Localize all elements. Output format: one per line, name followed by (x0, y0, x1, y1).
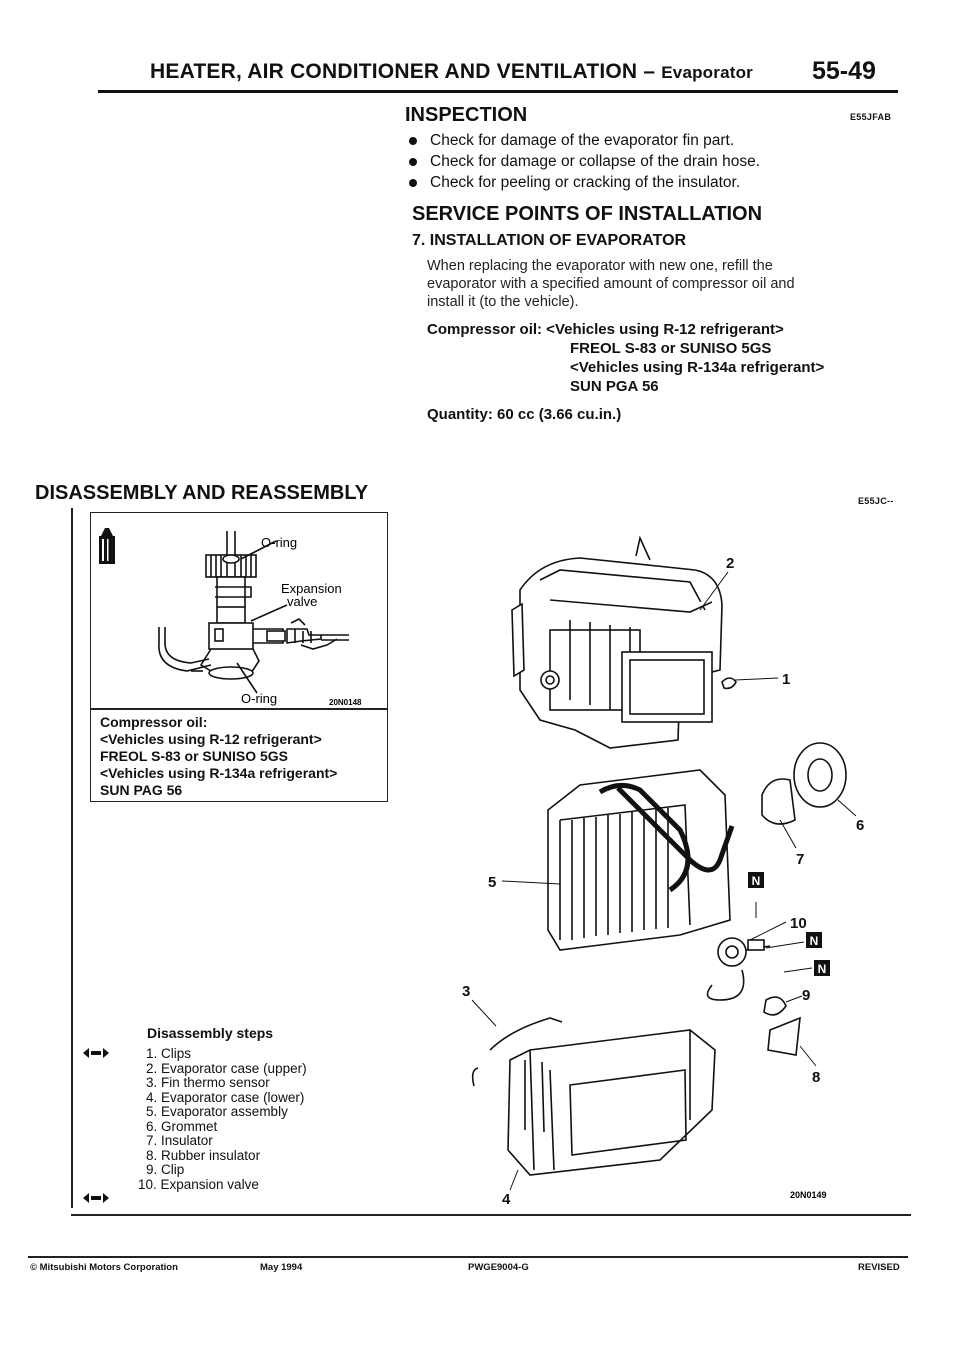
header-title: HEATER, AIR CONDITIONER AND VENTILATION … (150, 60, 662, 83)
label-expansion: Expansion (281, 581, 342, 596)
step-item: 1. Clips (146, 1046, 192, 1061)
service-point-arrow-icon (83, 1048, 109, 1058)
callout-5: 5 (488, 874, 496, 891)
page-number: 55-49 (812, 57, 876, 85)
header-rule (98, 90, 898, 93)
service-step-heading: 7. INSTALLATION OF EVAPORATOR (412, 232, 687, 249)
service-oil-line: FREOL S-83 or SUNISO 5GS (570, 340, 772, 357)
fin-thermo-sensor (471, 1017, 563, 1087)
footer-copyright: © Mitsubishi Motors Corporation (30, 1262, 178, 1273)
inset-caption: Compressor oil: <Vehicles using R-12 ref… (100, 714, 385, 799)
service-oil-label: Compressor oil: <Vehicles using R-12 ref… (427, 321, 784, 338)
callout-6: 6 (856, 817, 864, 834)
new-part-marker: N (748, 872, 764, 888)
inspection-item: Check for peeling or cracking of the ins… (406, 172, 906, 193)
diagram-fig-code: 20N0149 (790, 1190, 827, 1200)
page-header: HEATER, AIR CONDITIONER AND VENTILATION … (150, 60, 753, 84)
new-part-marker: N (814, 960, 830, 976)
step-item: 7. Insulator (146, 1133, 213, 1148)
step-item: 4. Evaporator case (lower) (146, 1089, 305, 1105)
service-oil-line: SUN PGA 56 (570, 378, 659, 395)
caption-line: SUN PAG 56 (100, 782, 183, 798)
service-oil-spec: FREOL S-83 or SUNISO 5GS <Vehicles using… (570, 339, 824, 396)
disassembly-code: E55JC-- (858, 496, 894, 506)
disassembly-heading: DISASSEMBLY AND REASSEMBLY (35, 482, 369, 504)
header-subtitle: Evaporator (661, 63, 753, 82)
rubber-insulator-part (767, 1016, 801, 1056)
svg-text:N: N (810, 934, 819, 948)
service-heading: SERVICE POINTS OF INSTALLATION (412, 203, 763, 225)
callout-4: 4 (502, 1191, 511, 1208)
inspection-item: Check for damage of the evaporator fin p… (406, 130, 906, 151)
caption-line: <Vehicles using R-134a refrigerant> (100, 765, 338, 781)
footer-date: May 1994 (260, 1262, 303, 1273)
service-point-arrow-icon (83, 1193, 109, 1203)
service-body: When replacing the evaporator with new o… (427, 257, 907, 311)
inspection-heading: INSPECTION (405, 104, 528, 126)
service-oil-line: <Vehicles using R-134a refrigerant> (570, 359, 825, 376)
inspection-list: Check for damage of the evaporator fin p… (406, 130, 906, 193)
steps-list: 1. Clips 2. Evaporator case (upper) 3. F… (138, 1046, 376, 1192)
label-valve: valve (287, 594, 317, 609)
steps-title: Disassembly steps (147, 1025, 274, 1041)
clip-part (721, 677, 737, 690)
callout-7: 7 (796, 851, 804, 868)
step-item: 10. Expansion valve (138, 1176, 259, 1192)
insulator-part (761, 778, 796, 825)
callout-9: 9 (802, 987, 810, 1004)
step-item: 9. Clip (146, 1162, 185, 1177)
svg-text:N: N (818, 962, 827, 976)
inset-box (90, 512, 388, 802)
new-part-marker: N (806, 932, 822, 948)
svg-text:N: N (752, 874, 761, 888)
grommet-part (793, 742, 847, 808)
expansion-valve-figure: O-ring Expansion valve O-ring 20N0148 (99, 528, 362, 707)
footer-doc-code: PWGE9004-G (468, 1262, 529, 1273)
step-item: 2. Evaporator case (upper) (146, 1060, 307, 1076)
evaporator-case-upper (511, 535, 723, 749)
caption-line: Compressor oil: (100, 714, 208, 730)
expansion-valve-part (706, 937, 771, 1001)
section-frame-left (71, 508, 73, 1208)
callout-3: 3 (462, 983, 470, 1000)
step-item: 3. Fin thermo sensor (146, 1075, 270, 1090)
step-item: 8. Rubber insulator (146, 1147, 261, 1163)
inset-divider (90, 708, 388, 710)
section-frame-bottom (71, 1214, 911, 1216)
footer-status: REVISED (858, 1262, 900, 1273)
service-quantity: Quantity: 60 cc (3.66 cu.in.) (427, 406, 622, 423)
callout-10: 10 (790, 915, 807, 932)
callout-2: 2 (726, 555, 734, 572)
evaporator-assembly (547, 769, 735, 951)
caption-line: <Vehicles using R-12 refrigerant> (100, 731, 322, 747)
label-o-ring-top: O-ring (261, 535, 297, 550)
callout-8: 8 (812, 1069, 820, 1086)
inset-fig-code: 20N0148 (329, 698, 362, 707)
caption-line: FREOL S-83 or SUNISO 5GS (100, 748, 289, 764)
evaporator-case-lower (507, 1029, 716, 1176)
step-item: 5. Evaporator assembly (146, 1104, 288, 1119)
inspection-item: Check for damage or collapse of the drai… (406, 151, 906, 172)
label-o-ring-bottom: O-ring (241, 691, 277, 706)
callout-1: 1 (782, 671, 790, 688)
service-body-line: When replacing the evaporator with new o… (427, 258, 773, 274)
footer-rule (28, 1256, 908, 1258)
clip-9-part (763, 996, 787, 1016)
service-body-line: evaporator with a specified amount of co… (427, 276, 795, 292)
inspection-code: E55JFAB (850, 112, 892, 122)
evaporator-exploded-diagram: N N N 1 2 3 4 5 6 7 8 9 10 20N0149 (462, 535, 864, 1208)
service-body-line: install it (to the vehicle). (427, 294, 579, 310)
oil-can-icon (99, 528, 115, 564)
step-item: 6. Grommet (146, 1118, 218, 1134)
